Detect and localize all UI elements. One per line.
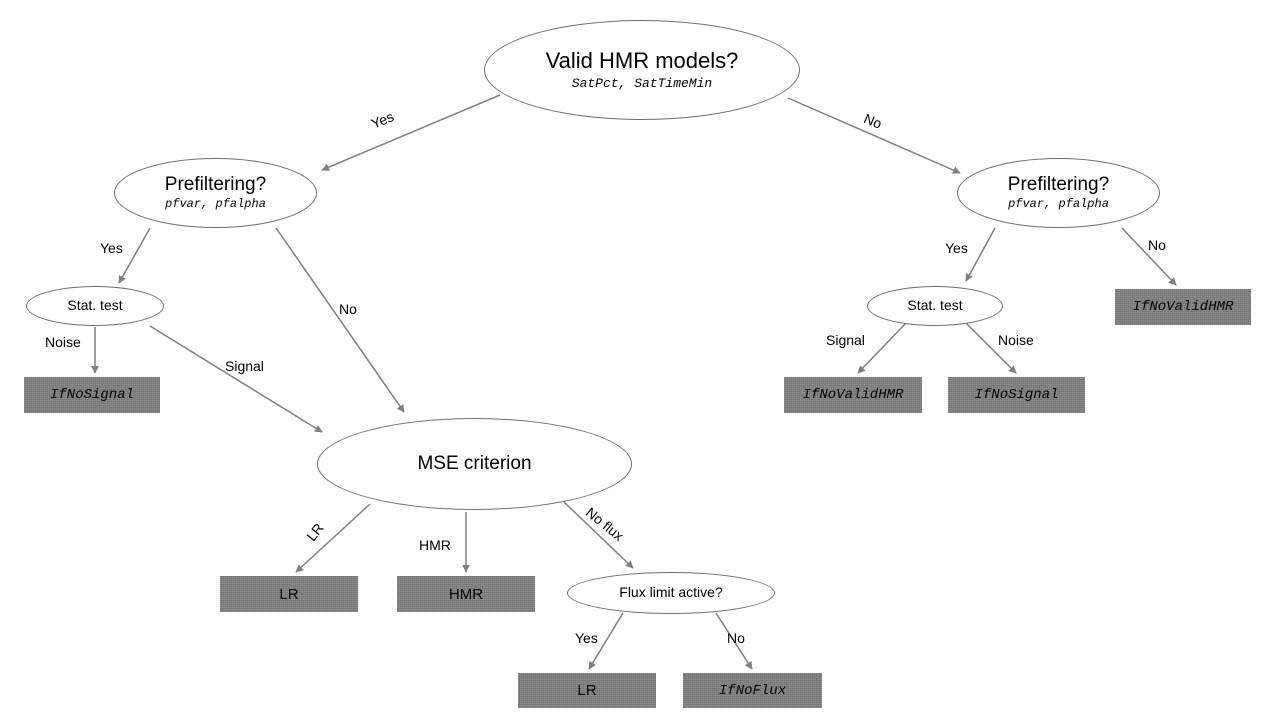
terminal-ifnosignal-right[interactable]: IfNoSignal	[948, 377, 1085, 413]
terminal-label: LR	[279, 585, 299, 603]
edge-label-pfr-yes: Yes	[945, 240, 968, 256]
edge-root-yes	[321, 94, 501, 171]
terminal-label: IfNoValidHMR	[802, 387, 904, 403]
edge-label-pfl-no: No	[339, 301, 357, 317]
edge-pfl-no	[275, 227, 405, 413]
node-subtitle: SatPct, SatTimeMin	[571, 75, 713, 91]
edge-pfr-no	[1121, 227, 1177, 286]
edge-pfr-yes	[965, 227, 996, 282]
node-title: Prefiltering?	[1007, 173, 1110, 195]
terminal-label: HMR	[448, 585, 484, 603]
terminal-lr-middle[interactable]: LR	[220, 576, 358, 612]
terminal-label: IfNoSignal	[974, 387, 1059, 403]
terminal-ifnovalidhmr-right-top[interactable]: IfNoValidHMR	[1115, 289, 1251, 325]
node-stat-test-left[interactable]: Stat. test	[26, 286, 164, 326]
node-prefiltering-left[interactable]: Prefiltering? pfvar, pfalpha	[114, 158, 317, 228]
edge-statr-signal	[857, 322, 907, 374]
terminal-ifnosignal-left[interactable]: IfNoSignal	[24, 377, 160, 413]
edge-label-statr-signal: Signal	[826, 332, 865, 348]
node-valid-hmr-models[interactable]: Valid HMR models? SatPct, SatTimeMin	[484, 20, 800, 120]
node-subtitle: pfvar, pfalpha	[1008, 197, 1109, 212]
node-flux-limit-active[interactable]: Flux limit active?	[567, 572, 775, 614]
node-stat-test-right[interactable]: Stat. test	[867, 286, 1003, 326]
edge-label-mse-hmr: HMR	[419, 537, 451, 553]
edge-label-statl-signal: Signal	[225, 358, 264, 374]
node-title: Stat. test	[907, 297, 963, 314]
edge-statl-signal	[149, 325, 323, 433]
edge-mse-lr	[295, 503, 371, 573]
terminal-label: IfNoValidHMR	[1132, 299, 1234, 315]
terminal-label: LR	[577, 682, 597, 699]
edge-label-statl-noise: Noise	[45, 334, 81, 350]
edge-label-flux-yes: Yes	[575, 630, 598, 646]
node-prefiltering-right[interactable]: Prefiltering? pfvar, pfalpha	[957, 158, 1160, 228]
node-title: Valid HMR models?	[545, 48, 739, 74]
node-mse-criterion[interactable]: MSE criterion	[317, 418, 632, 510]
edge-flux-no	[715, 612, 753, 670]
edge-statr-noise	[965, 322, 1017, 374]
edge-mse-noflux	[563, 501, 634, 569]
edge-label-pfl-yes: Yes	[100, 240, 123, 256]
edge-label-statr-noise: Noise	[998, 332, 1034, 348]
node-title: Stat. test	[67, 297, 123, 314]
node-subtitle: pfvar, pfalpha	[165, 197, 266, 212]
node-title: Prefiltering?	[164, 173, 267, 195]
terminal-ifnoflux-bottom[interactable]: IfNoFlux	[683, 673, 822, 708]
edge-flux-yes	[588, 612, 624, 670]
terminal-label: IfNoFlux	[718, 682, 787, 699]
terminal-lr-bottom[interactable]: LR	[518, 673, 656, 708]
edge-pfl-yes	[118, 227, 151, 284]
terminal-hmr-middle[interactable]: HMR	[397, 576, 535, 612]
terminal-ifnovalidhmr-right-bottom[interactable]: IfNoValidHMR	[784, 377, 922, 413]
terminal-label: IfNoSignal	[49, 387, 134, 403]
edge-label-pfr-no: No	[1148, 237, 1166, 253]
edge-label-flux-no: No	[727, 630, 745, 646]
node-title: Flux limit active?	[619, 584, 723, 601]
node-title: MSE criterion	[417, 452, 532, 474]
edge-root-no	[787, 97, 961, 174]
